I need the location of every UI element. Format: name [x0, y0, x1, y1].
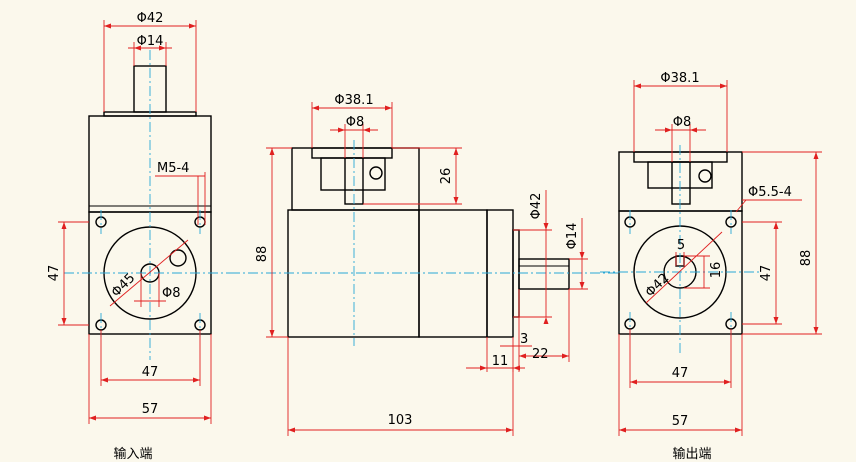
output-flange	[618, 210, 743, 335]
input-dim-h47: 47	[47, 265, 62, 282]
side-view: Φ38.1 Φ8 26 88 Φ42 Φ14 3 22	[230, 93, 620, 436]
output-caption: 输出端	[672, 446, 711, 462]
output-top-plate	[633, 151, 728, 163]
output-dim-w57: 57	[672, 414, 689, 429]
output-upper-body	[618, 151, 743, 212]
side-dim-w103: 103	[388, 413, 413, 428]
side-dim-h88: 88	[255, 246, 270, 263]
output-dim-phi55: Φ5.5-4	[748, 185, 792, 200]
side-motor-body	[287, 209, 420, 338]
input-view: Φ42 Φ14 M5-4 47 Φ45 Φ8 47 57 输入端	[47, 11, 230, 462]
output-view: Φ38.1 Φ8 Φ5.5-4 5 16 Φ42 47 88 47	[600, 71, 822, 462]
output-dim-h47: 47	[759, 265, 774, 282]
side-dim-phi42: Φ42	[529, 193, 544, 220]
output-dim-phi42: Φ42	[643, 271, 673, 301]
side-output-shaft	[518, 258, 570, 290]
input-dim-w47: 47	[142, 365, 159, 380]
output-top-hole	[698, 169, 712, 183]
output-dim-h88: 88	[799, 250, 814, 267]
side-dim-phi381: Φ38.1	[334, 93, 373, 108]
side-dim-d3: 3	[520, 332, 528, 347]
output-top-shaft	[671, 161, 691, 205]
side-dim-d22: 22	[532, 347, 549, 362]
side-top-hole	[369, 166, 383, 180]
side-pilot	[512, 229, 520, 318]
input-caption: 输入端	[113, 446, 152, 462]
output-dim-d16: 16	[709, 262, 724, 279]
input-dim-phi14: Φ14	[137, 34, 164, 49]
input-dim-phi8: Φ8	[162, 286, 181, 301]
side-top-block	[320, 157, 386, 191]
output-dim-w47: 47	[672, 366, 689, 381]
side-dim-h26: 26	[439, 168, 454, 185]
side-dim-phi14: Φ14	[565, 223, 580, 250]
input-offset-hole	[169, 249, 187, 267]
output-dim-d5: 5	[677, 238, 685, 253]
side-flange	[486, 209, 514, 338]
input-dim-phi45: Φ45	[109, 271, 139, 301]
input-dim-phi42: Φ42	[137, 11, 164, 26]
side-top-plate	[311, 147, 393, 159]
side-dim-d11: 11	[492, 354, 509, 369]
side-dim-phi8: Φ8	[346, 115, 365, 130]
side-gear-section	[418, 209, 488, 338]
output-dim-phi8: Φ8	[673, 115, 692, 130]
input-dim-m5: M5-4	[157, 161, 189, 176]
input-dim-w57: 57	[142, 402, 159, 417]
output-dim-phi381: Φ38.1	[660, 71, 699, 86]
